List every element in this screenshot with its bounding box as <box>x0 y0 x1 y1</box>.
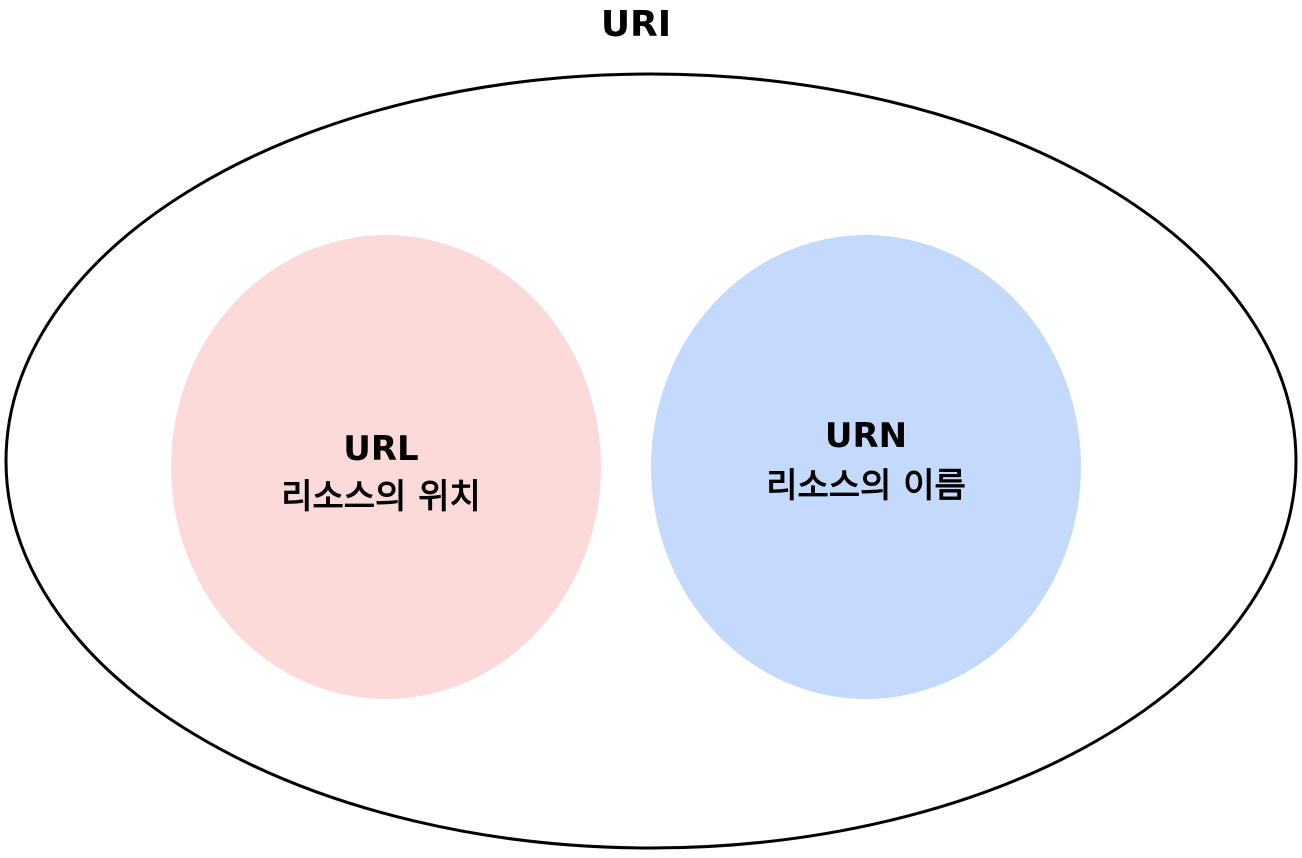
urn-circle <box>651 235 1081 699</box>
urn-name-label: URN <box>825 416 907 456</box>
url-name-label: URL <box>343 429 418 469</box>
url-description-label: 리소스의 위치 <box>281 477 481 517</box>
url-circle <box>171 235 601 699</box>
uri-title: URI <box>601 4 671 45</box>
urn-description-label: 리소스의 이름 <box>766 466 966 506</box>
